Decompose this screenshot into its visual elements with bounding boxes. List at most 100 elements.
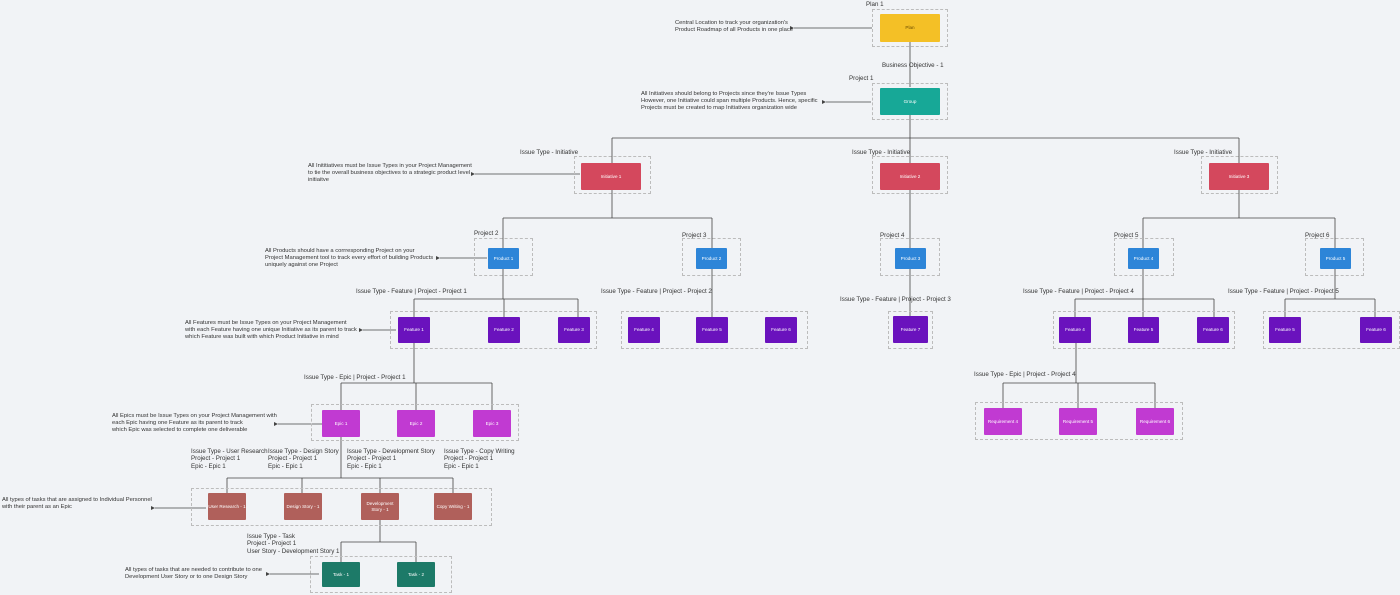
- feature-p3-label: Issue Type - Feature | Project - Project…: [840, 296, 951, 303]
- design-story-node[interactable]: Design Story - 1: [284, 493, 322, 520]
- task-note: All types of tasks that are needed to co…: [125, 567, 262, 581]
- feature6-p4-node[interactable]: Feature 6: [1197, 317, 1229, 343]
- note-line: Projects must be created to map Initiati…: [641, 105, 797, 111]
- story-label-line: Issue Type - Development Story: [347, 448, 435, 455]
- task-label-line: Project - Project 1: [247, 540, 297, 548]
- initiative1-node[interactable]: Initiative 1: [581, 163, 641, 190]
- feature-p1-label: Issue Type - Feature | Project - Project…: [356, 288, 467, 295]
- features-p4-container: [1053, 311, 1235, 349]
- epic-note: All Epics must be Issue Types on your Pr…: [112, 413, 277, 434]
- task2-node[interactable]: Task - 2: [397, 562, 435, 587]
- plan-node[interactable]: Plan: [880, 14, 940, 42]
- connector-feature1-epics: [340, 343, 493, 410]
- product4-container: [1114, 238, 1174, 276]
- development-story-node[interactable]: Development Story - 1: [361, 493, 399, 520]
- note-line: All Epics must be Issue Types on your Pr…: [112, 413, 277, 419]
- stories-container: [191, 488, 492, 526]
- product4-node[interactable]: Product 4: [1128, 248, 1159, 269]
- task-type-label: Issue Type - Task Project - Project 1 Us…: [247, 533, 340, 555]
- product5-node[interactable]: Product 5: [1320, 248, 1351, 269]
- epic1-node[interactable]: Epic 1: [322, 410, 360, 437]
- feature-p4-label: Issue Type - Feature | Project - Project…: [1023, 288, 1134, 295]
- story-user-research-label: Issue Type - User Research Project - Pro…: [191, 448, 268, 470]
- connector-product4-features: [1074, 269, 1215, 317]
- requirement6-node[interactable]: Requirement 6: [1136, 408, 1174, 435]
- note-line: All types of tasks that are needed to co…: [125, 567, 262, 573]
- connector-product1-features: [413, 269, 579, 317]
- feature5-p2-node[interactable]: Feature 5: [696, 317, 728, 343]
- story-label-line: Project - Project 1: [268, 455, 318, 463]
- story-copy-label: Issue Type - Copy Writing Project - Proj…: [444, 448, 515, 470]
- note-line: Product Roadmap of all Products in one p…: [675, 27, 793, 33]
- connector-group-initiatives: [611, 115, 1240, 163]
- product2-node[interactable]: Product 2: [696, 248, 727, 269]
- note-line: each Epic having one Feature as its pare…: [112, 420, 243, 426]
- feature6-p2-node[interactable]: Feature 6: [765, 317, 797, 343]
- initiative1-container: [574, 156, 651, 194]
- plan-note: Central Location to track your organizat…: [675, 20, 793, 34]
- initiative-type-label-3: Issue Type - Initiative: [1174, 149, 1233, 156]
- initiative-note: All Inititiatives must be Issue Types in…: [308, 163, 472, 184]
- story-label-line: Project - Project 1: [444, 455, 494, 463]
- feature-note: All Features must be Issue Types on your…: [185, 320, 357, 341]
- feature5-p5-node[interactable]: Feature 5: [1269, 317, 1301, 343]
- feature7-container: [888, 311, 933, 349]
- plan-label: Plan 1: [866, 1, 884, 8]
- product1-container: [474, 238, 533, 276]
- feature1-node[interactable]: Feature 1: [398, 317, 430, 343]
- feature4-p4-node[interactable]: Feature 4: [1059, 317, 1091, 343]
- feature5-p4-node[interactable]: Feature 5: [1128, 317, 1159, 343]
- project1-label: Project 1: [849, 75, 874, 82]
- feature4-p2-node[interactable]: Feature 4: [628, 317, 660, 343]
- epic3-node[interactable]: Epic 3: [473, 410, 511, 437]
- note-line: with each Feature having one unique Init…: [185, 327, 357, 333]
- story-design-label: Issue Type - Design Story Project - Proj…: [268, 448, 339, 470]
- note-line: Development User Story or to one Design …: [125, 574, 248, 580]
- tasks-container: [310, 556, 452, 593]
- business-objective-label: Business Objective - 1: [882, 62, 944, 69]
- requirement4-node[interactable]: Requirement 4: [984, 408, 1022, 435]
- feature6-p5-node[interactable]: Feature 6: [1360, 317, 1392, 343]
- features-p1-container: [390, 311, 597, 349]
- product3-container: [880, 238, 940, 276]
- project6-label: Project 6: [1305, 232, 1330, 239]
- story-note: All types of tasks that are assigned to …: [2, 497, 152, 511]
- epic2-node[interactable]: Epic 2: [397, 410, 435, 437]
- feature7-node[interactable]: Feature 7: [893, 316, 928, 343]
- feature2-node[interactable]: Feature 2: [488, 317, 520, 343]
- task-label-line: User Story - Development Story 1: [247, 547, 340, 555]
- group-node[interactable]: Group: [880, 88, 940, 115]
- project5-label: Project 5: [1114, 232, 1139, 239]
- note-line: Central Location to track your organizat…: [675, 20, 788, 26]
- group-container: [872, 83, 948, 120]
- story-label-line: Project - Project 1: [347, 455, 397, 463]
- epics-container: [311, 404, 519, 441]
- note-line: However, one Initiative could span multi…: [641, 98, 818, 104]
- feature-p5-label: Issue Type - Feature | Project - Project…: [1228, 288, 1339, 295]
- product2-container: [682, 238, 741, 276]
- initiative-type-label-1: Issue Type - Initiative: [520, 149, 579, 156]
- user-research-node[interactable]: User Research - 1: [208, 493, 246, 520]
- product3-node[interactable]: Product 3: [895, 248, 926, 269]
- task1-node[interactable]: Task - 1: [322, 562, 360, 587]
- initiative3-node[interactable]: Initiative 3: [1209, 163, 1269, 190]
- story-label-line: Epic - Epic 1: [347, 462, 382, 470]
- project2-label: Project 2: [474, 230, 499, 237]
- connector-initiative1-products: [502, 190, 713, 248]
- features-p2-container: [621, 311, 808, 349]
- copy-writing-node[interactable]: Copy Writing - 1: [434, 493, 472, 520]
- note-line: which Feature was built with which Produ…: [185, 334, 339, 340]
- note-line: Project Management tool to track every e…: [265, 255, 434, 261]
- initiative2-container: [872, 156, 948, 194]
- product1-node[interactable]: Product 1: [488, 248, 519, 269]
- feature3-node[interactable]: Feature 3: [558, 317, 590, 343]
- initiative2-node[interactable]: Initiative 2: [880, 163, 940, 190]
- requirements-container: [975, 402, 1183, 440]
- requirement5-node[interactable]: Requirement 5: [1059, 408, 1097, 435]
- group-note: All Initiatives should belong to Project…: [641, 91, 818, 112]
- product5-container: [1305, 238, 1364, 276]
- note-line: with their parent as an Epic: [2, 504, 72, 510]
- plan-container: [872, 9, 948, 47]
- project3-label: Project 3: [682, 232, 707, 239]
